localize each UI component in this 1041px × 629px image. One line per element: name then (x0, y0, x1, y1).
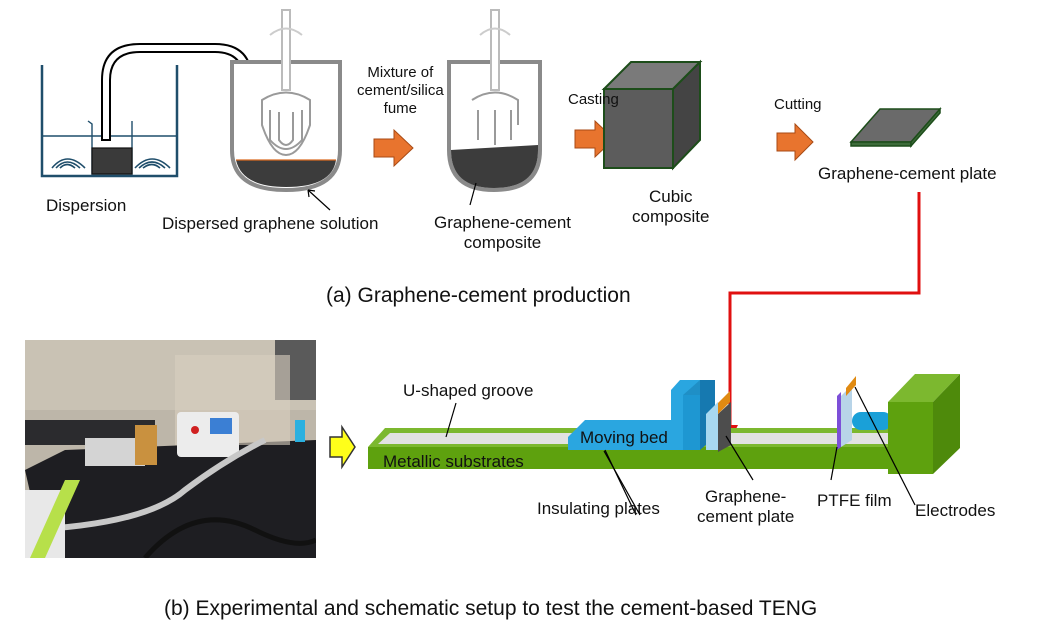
label-mixture: Mixture of cement/silica fume (357, 64, 444, 118)
setup-photo (25, 340, 316, 558)
label-pointers (445, 386, 916, 516)
electrode-left (718, 391, 730, 414)
composite-pointer (469, 182, 477, 206)
label-mixture-line2: cement/silica (357, 82, 444, 99)
ptfe-film (837, 392, 841, 450)
label-composite-line2: composite (463, 233, 542, 252)
electrode-right (846, 376, 856, 396)
pointer-arrow-icon (329, 424, 356, 470)
caption-panel-b: (b) Experimental and schematic setup to … (164, 597, 818, 620)
label-dispersion: Dispersion (46, 196, 127, 215)
label-plate: Graphene-cement plate (818, 164, 997, 183)
label-cubic: Cubic composite (632, 187, 709, 227)
setup-photo-graphic (25, 340, 316, 558)
label-electrodes: Electrodes (915, 501, 996, 520)
label-cutting: Cutting (774, 96, 822, 113)
label-gc-plate-line1: Graphene- (705, 487, 787, 506)
label-insulating: Insulating plates (537, 499, 660, 518)
insulating-plate (706, 402, 718, 450)
label-mixture-line3: fume (383, 100, 418, 117)
label-composite-line1: Graphene-cement (434, 213, 572, 232)
ultrasonic-bath (40, 65, 179, 178)
ultrasound-waves-left-icon (51, 158, 86, 169)
label-cubic-line1: Cubic (649, 187, 693, 206)
label-gc-plate-line2: cement plate (697, 507, 795, 526)
insulating-plate-right (841, 385, 852, 447)
label-moving-bed: Moving bed (580, 428, 668, 447)
label-substrates: Metallic substrates (383, 452, 524, 471)
whisk-icon (261, 9, 311, 157)
label-groove: U-shaped groove (403, 381, 534, 400)
mixing-bowl-2 (447, 9, 542, 206)
label-dispersed-solution: Dispersed graphene solution (162, 214, 379, 233)
label-mixture-line1: Mixture of (367, 64, 434, 81)
whisk-icon (471, 9, 519, 145)
caption-panel-a: (a) Graphene-cement production (326, 284, 631, 307)
label-casting: Casting (568, 91, 619, 108)
force-gauge-block (888, 374, 960, 474)
mixing-bowl-1 (230, 9, 342, 211)
beaker-icon (87, 120, 133, 175)
label-cubic-line2: composite (632, 207, 710, 226)
label-composite: Graphene-cement composite (434, 213, 571, 253)
cubic-composite-icon (601, 59, 703, 171)
process-arrow-3-icon (776, 122, 814, 162)
label-gc-plate: Graphene- cement plate (697, 487, 794, 527)
label-ptfe: PTFE film (817, 491, 892, 510)
process-arrow-1-icon (373, 128, 414, 168)
ultrasound-waves-right-icon (134, 158, 171, 169)
graphene-cement-plate-icon (849, 107, 942, 148)
dispersed-solution-pointer (307, 189, 331, 211)
